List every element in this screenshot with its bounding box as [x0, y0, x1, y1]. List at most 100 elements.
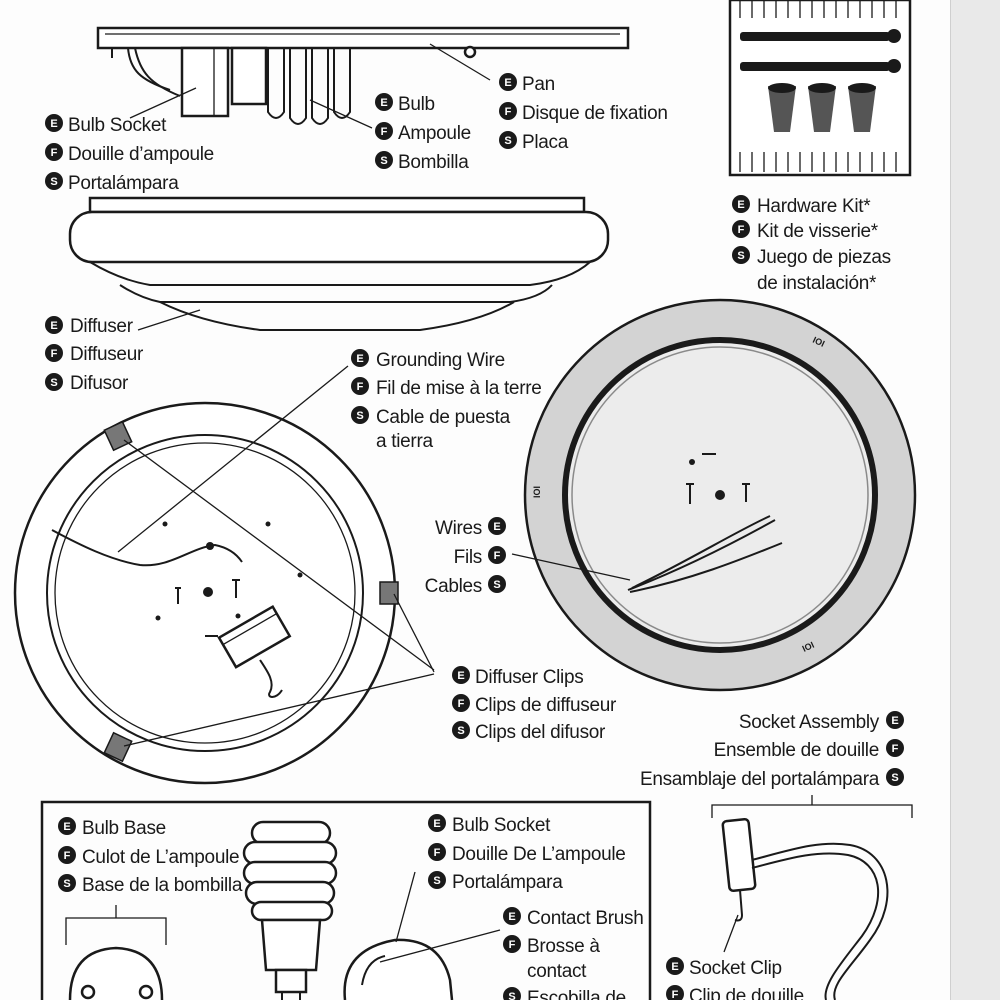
contact-brush-callout: E Contact Brush F Brosse à contact S Esc…: [503, 907, 644, 1000]
svg-text:S: S: [504, 135, 511, 147]
pan-assembly-drawing: [96, 26, 630, 129]
svg-text:Bulb Socket: Bulb Socket: [68, 115, 167, 136]
socket-assembly-drawing: [711, 795, 913, 1000]
svg-text:Wires: Wires: [435, 518, 482, 539]
svg-text:S: S: [356, 410, 363, 422]
bulb-base-callout: E Bulb Base F Culot de L’ampoule S Base …: [58, 817, 243, 896]
bulb-callout: E Bulb F Ampoule S Bombilla: [375, 93, 471, 173]
svg-text:Contact Brush: Contact Brush: [527, 908, 644, 929]
svg-text:Clip de douille: Clip de douille: [689, 986, 804, 1000]
svg-text:Diffuser: Diffuser: [70, 316, 134, 337]
svg-text:E: E: [737, 199, 744, 211]
svg-text:S: S: [63, 878, 70, 890]
svg-text:Hardware Kit*: Hardware Kit*: [757, 196, 871, 217]
svg-text:Clips de diffuseur: Clips de diffuseur: [475, 695, 617, 716]
svg-text:Socket Clip: Socket Clip: [689, 958, 782, 979]
svg-text:S: S: [433, 875, 440, 887]
wires-callout: Wires E Fils F Cables S: [425, 517, 506, 597]
svg-text:Ampoule: Ampoule: [398, 123, 471, 144]
svg-text:IOI: IOI: [801, 640, 816, 654]
svg-text:S: S: [50, 377, 57, 389]
svg-text:Ensemble de douille: Ensemble de douille: [714, 740, 879, 761]
svg-text:F: F: [494, 550, 501, 562]
svg-text:Difusor: Difusor: [70, 373, 129, 394]
hardware-kit-drawing: [728, 0, 912, 177]
svg-text:F: F: [458, 698, 465, 710]
svg-text:Fil de mise à la terre: Fil de mise à la terre: [376, 378, 542, 399]
svg-text:Portalámpara: Portalámpara: [452, 872, 563, 893]
svg-text:F: F: [738, 224, 745, 236]
svg-text:S: S: [891, 772, 898, 784]
svg-text:Juego de piezas: Juego de piezas: [757, 247, 891, 268]
svg-text:S: S: [50, 176, 57, 188]
svg-text:Base de la bombilla: Base de la bombilla: [82, 875, 243, 896]
svg-text:Diffuser Clips: Diffuser Clips: [475, 667, 583, 688]
svg-text:Pan: Pan: [522, 74, 555, 95]
mounting-plate-view: IOI IOI IOI: [511, 298, 917, 692]
svg-text:Cable de puesta: Cable de puesta: [376, 407, 511, 428]
diffuser-callout: E Diffuser F Diffuseur S Difusor: [45, 316, 144, 394]
svg-text:E: E: [50, 118, 57, 130]
svg-text:E: E: [457, 670, 464, 682]
svg-text:Brosse à: Brosse à: [527, 936, 600, 957]
bulb-socket-bottom-drawing: [343, 871, 501, 1000]
svg-text:Placa: Placa: [522, 132, 569, 153]
svg-text:Grounding Wire: Grounding Wire: [376, 350, 505, 371]
socket-assembly-callout: Socket Assembly E Ensemble de douille F …: [640, 711, 904, 790]
svg-text:Socket Assembly: Socket Assembly: [739, 712, 880, 733]
svg-text:S: S: [737, 250, 744, 262]
bulb-base-drawing: [65, 905, 167, 1000]
svg-text:E: E: [380, 97, 387, 109]
svg-text:S: S: [508, 991, 515, 1000]
svg-text:F: F: [51, 348, 58, 360]
svg-text:Kit de visserie*: Kit de visserie*: [757, 221, 879, 242]
svg-text:S: S: [380, 155, 387, 167]
svg-text:F: F: [892, 743, 899, 755]
bulb-socket-callout: E Bulb Socket F Douille d’ampoule S Port…: [45, 114, 214, 194]
svg-text:S: S: [457, 725, 464, 737]
scrollbar-gutter[interactable]: [950, 0, 1000, 1000]
svg-text:a tierra: a tierra: [376, 431, 433, 452]
svg-text:E: E: [504, 77, 511, 89]
svg-text:de instalación*: de instalación*: [757, 273, 877, 294]
pan-callout: E Pan F Disque de fixation S Placa: [499, 73, 668, 153]
svg-text:Clips del difusor: Clips del difusor: [475, 722, 606, 743]
svg-text:E: E: [671, 961, 678, 973]
svg-text:F: F: [357, 381, 364, 393]
svg-text:Bulb Socket: Bulb Socket: [452, 815, 551, 836]
svg-text:contact: contact: [527, 961, 587, 982]
svg-text:Fils: Fils: [454, 547, 482, 568]
svg-text:F: F: [64, 850, 71, 862]
bulb-socket-bottom-callout: E Bulb Socket F Douille De L’ampoule S P…: [428, 814, 626, 893]
svg-text:Culot de L’ampoule: Culot de L’ampoule: [82, 847, 239, 868]
svg-text:F: F: [509, 939, 516, 951]
svg-text:Ensamblaje del portalámpara: Ensamblaje del portalámpara: [640, 769, 880, 790]
diffuser-drawing: [68, 196, 610, 331]
svg-text:E: E: [493, 521, 500, 533]
svg-text:Disque de fixation: Disque de fixation: [522, 103, 668, 124]
svg-text:F: F: [505, 106, 512, 118]
svg-text:Diffuseur: Diffuseur: [70, 344, 144, 365]
bulb-detail-box: [40, 800, 652, 1000]
svg-text:Escobilla de: Escobilla de: [527, 988, 626, 1000]
svg-text:E: E: [63, 821, 70, 833]
svg-text:E: E: [356, 353, 363, 365]
svg-text:E: E: [433, 818, 440, 830]
svg-text:Bulb: Bulb: [398, 94, 435, 115]
svg-text:E: E: [891, 715, 898, 727]
svg-text:Bulb Base: Bulb Base: [82, 818, 166, 839]
svg-text:Portalámpara: Portalámpara: [68, 173, 179, 194]
svg-text:IOI: IOI: [811, 335, 826, 349]
svg-text:F: F: [434, 847, 441, 859]
svg-text:Cables: Cables: [425, 576, 482, 597]
svg-text:E: E: [508, 911, 515, 923]
parts-diagram: E Pan F Disque de fixation S Placa E Bul…: [13, 0, 917, 1000]
diffuser-clips-callout: E Diffuser Clips F Clips de diffuseur S …: [452, 666, 617, 743]
hardware-kit-callout: E Hardware Kit* F Kit de visserie* S Jue…: [732, 195, 891, 294]
svg-text:IOI: IOI: [532, 486, 542, 498]
svg-text:S: S: [493, 579, 500, 591]
grounding-wire-callout: E Grounding Wire F Fil de mise à la terr…: [351, 349, 542, 452]
svg-text:E: E: [50, 320, 57, 332]
svg-text:Douille De L’ampoule: Douille De L’ampoule: [452, 844, 626, 865]
